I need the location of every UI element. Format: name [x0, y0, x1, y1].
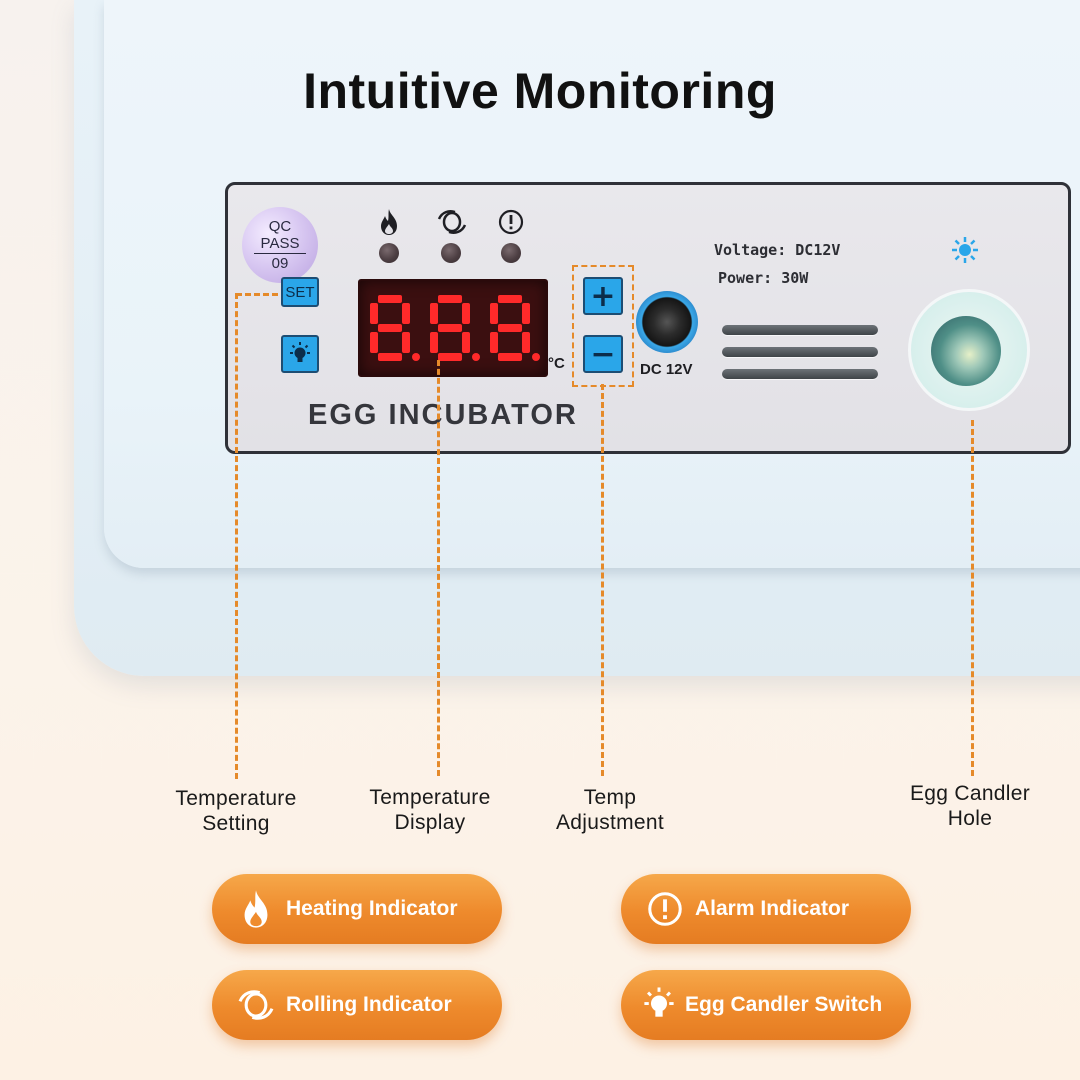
callout-line: Adjustment [555, 811, 665, 834]
leader-line [235, 293, 238, 779]
vent-slot [722, 369, 878, 379]
display-segment [438, 324, 462, 332]
celsius-unit: °C [548, 355, 565, 372]
feature-label: Alarm Indicator [695, 897, 850, 920]
callout-line: Temperature [175, 787, 297, 810]
alert-icon [645, 889, 685, 929]
display-segment [402, 303, 410, 324]
candler-lens [931, 316, 1001, 386]
display-segment [378, 324, 402, 332]
qc-pass-sticker: QC PASS 09 [242, 207, 318, 283]
page-title: Intuitive Monitoring [303, 63, 777, 119]
bulb-icon [290, 342, 310, 362]
dc-power-jack[interactable] [636, 291, 698, 353]
feature-rolling-indicator: Rolling Indicator [212, 970, 502, 1040]
callout-temperature-display: Temperature Display [330, 785, 530, 835]
display-segment [430, 332, 438, 353]
display-decimal-point [412, 353, 420, 361]
candler-light-icon [950, 235, 980, 269]
rolling-icon [236, 985, 276, 1025]
display-segment [378, 295, 402, 303]
rolling-icon [436, 209, 468, 235]
display-segment [378, 353, 402, 361]
flame-icon [376, 209, 402, 235]
callout-temp-adjustment: Temp Adjustment [510, 785, 710, 835]
display-decimal-point [472, 353, 480, 361]
product-label: EGG INCUBATOR [308, 399, 578, 431]
display-segment [438, 353, 462, 361]
leader-line [437, 360, 440, 776]
qc-sticker-line1: QC [268, 218, 292, 235]
dc-jack-label: DC 12V [640, 361, 693, 378]
control-panel: QC PASS 09 SET °C + − DC 12V Voltage: DC… [225, 182, 1071, 454]
voltage-spec: Voltage: DC12V [714, 241, 841, 259]
vent-slot [722, 325, 878, 335]
leader-line [601, 384, 604, 776]
leader-line [236, 293, 278, 296]
vent-slot [722, 347, 878, 357]
qc-sticker-line2: PASS [260, 235, 300, 252]
display-segment [522, 303, 530, 324]
temp-plus-button[interactable]: + [583, 277, 623, 315]
display-segment [498, 295, 522, 303]
temp-minus-button[interactable]: − [583, 335, 623, 373]
leader-line [971, 420, 974, 776]
display-segment [498, 353, 522, 361]
callout-line: Egg Candler [909, 782, 1031, 805]
display-segment [490, 303, 498, 324]
display-segment [370, 332, 378, 353]
flame-icon [236, 889, 276, 929]
rolling-led [441, 243, 461, 263]
temperature-display [358, 279, 548, 377]
alert-icon [498, 209, 524, 235]
display-segment [402, 332, 410, 353]
candler-switch-button[interactable] [281, 335, 319, 373]
display-segment [490, 332, 498, 353]
alarm-led [501, 243, 521, 263]
feature-label: Heating Indicator [286, 897, 458, 920]
callout-line: Temp [583, 786, 637, 809]
display-segment [438, 295, 462, 303]
display-segment [462, 332, 470, 353]
callout-line: Display [394, 811, 466, 834]
callout-line: Temperature [369, 786, 491, 809]
feature-egg-candler-switch: Egg Candler Switch [621, 970, 911, 1040]
display-segment [498, 324, 522, 332]
feature-heating-indicator: Heating Indicator [212, 874, 502, 944]
display-segment [370, 303, 378, 324]
feature-alarm-indicator: Alarm Indicator [621, 874, 911, 944]
callout-line: Hole [947, 807, 993, 830]
callout-egg-candler-hole: Egg Candler Hole [870, 781, 1070, 831]
display-segment [430, 303, 438, 324]
qc-sticker-line3: 09 [271, 255, 289, 272]
set-button[interactable]: SET [281, 277, 319, 307]
display-segment [522, 332, 530, 353]
egg-candler-hole [908, 289, 1030, 411]
display-segment [462, 303, 470, 324]
feature-label: Egg Candler Switch [685, 993, 883, 1016]
power-spec: Power: 30W [718, 269, 809, 287]
bulb-icon [639, 985, 679, 1025]
callout-line: Setting [202, 812, 270, 835]
callout-temperature-setting: Temperature Setting [136, 786, 336, 836]
heating-led [379, 243, 399, 263]
display-decimal-point [532, 353, 540, 361]
feature-label: Rolling Indicator [286, 993, 452, 1016]
